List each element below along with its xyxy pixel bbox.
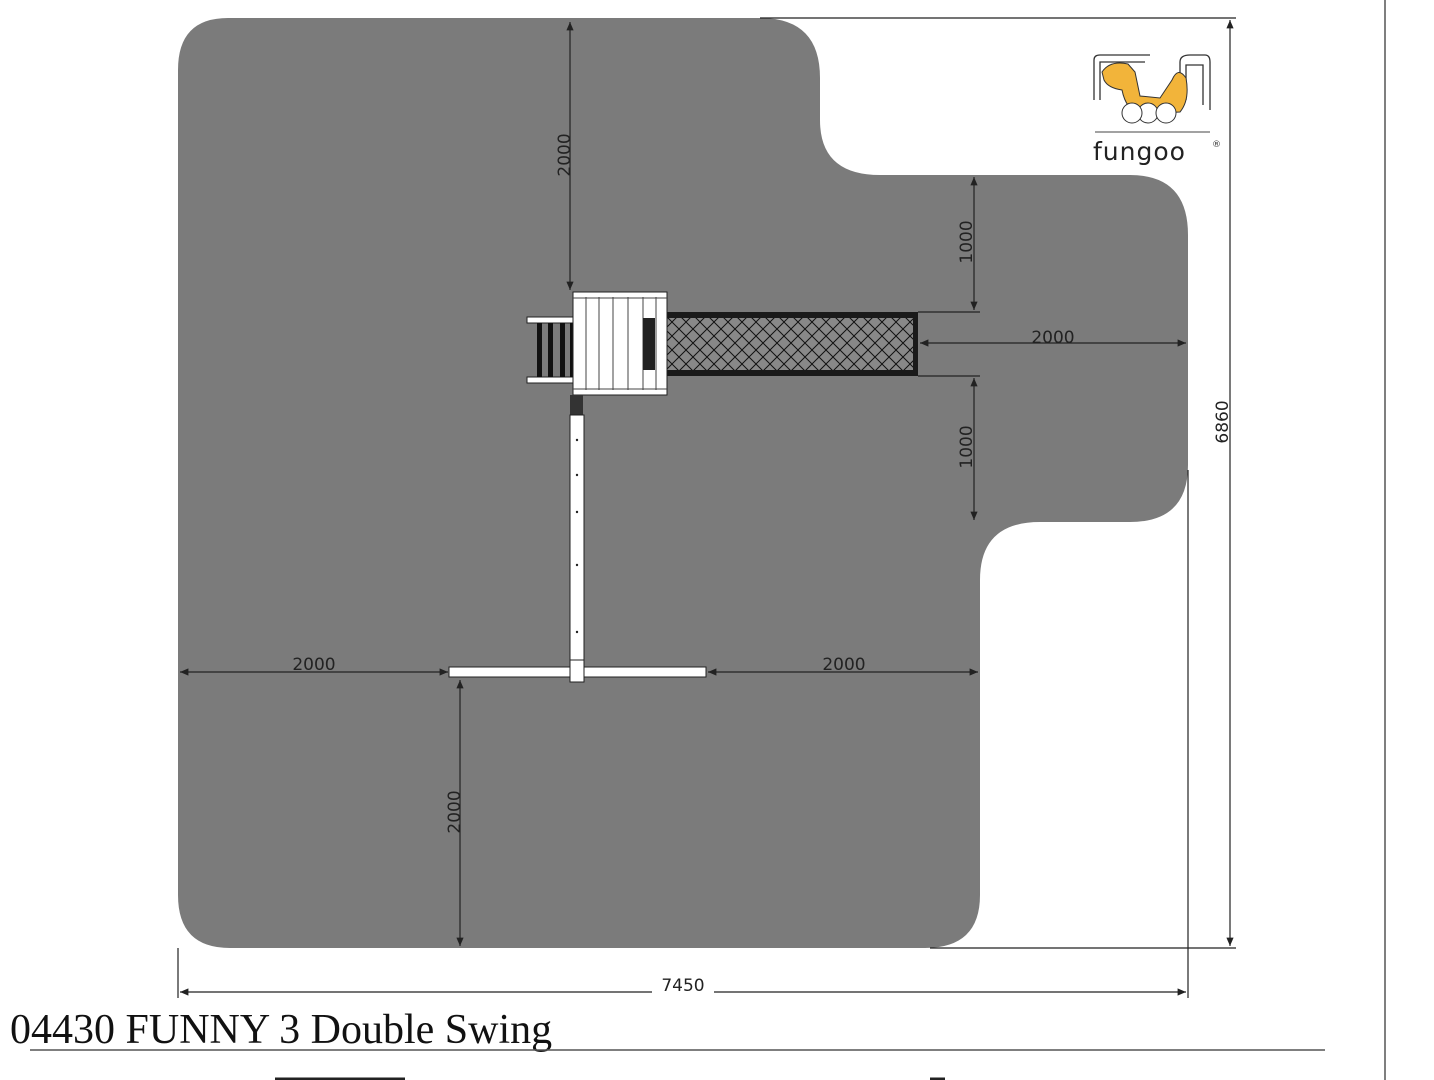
swing-post-connector xyxy=(570,395,583,415)
play-structure xyxy=(448,291,918,683)
dim-total-width: 7450 xyxy=(661,976,704,996)
dim-slide-side-bottom: 1000 xyxy=(957,425,977,468)
dim-slide-side-top: 1000 xyxy=(957,220,977,263)
dim-total-depth: 6860 xyxy=(1213,400,1233,443)
registered-mark: ® xyxy=(1212,140,1221,150)
logo-text: fungoo xyxy=(1093,137,1186,166)
dim-swing-front: 2000 xyxy=(445,790,465,833)
drawing-title: 04430 FUNNY 3 Double Swing xyxy=(10,1007,552,1053)
dim-swing-left: 2000 xyxy=(292,655,335,675)
dim-slide-end: 2000 xyxy=(1031,328,1074,348)
platform xyxy=(572,291,668,396)
dim-top-clearance: 2000 xyxy=(555,133,575,176)
extension-lines xyxy=(177,17,1236,998)
swing-beam xyxy=(569,414,585,673)
safety-area xyxy=(178,18,1188,948)
fungoo-logo: fungoo ® xyxy=(1093,54,1221,166)
dimension-lines xyxy=(180,20,1234,996)
dim-swing-right: 2000 xyxy=(822,655,865,675)
